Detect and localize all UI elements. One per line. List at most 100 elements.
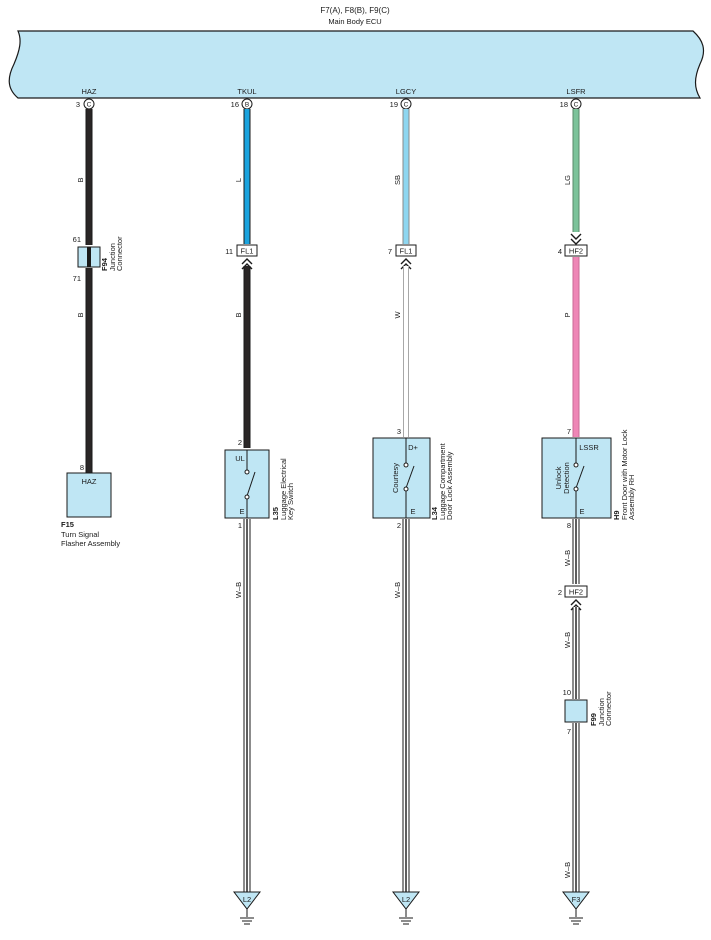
- device-label-side: Unlock: [554, 466, 563, 489]
- terminal-connector: C: [87, 102, 92, 109]
- connector-pin: 7: [388, 247, 392, 256]
- connector-chevron-icon: [400, 258, 412, 270]
- circuit-lgcy: LGCY 19 C SB 7 FL1 W 3 D+ Courtesy E L34…: [372, 87, 454, 925]
- connector-pin: 11: [225, 247, 233, 256]
- wire-color-code: B: [76, 312, 85, 317]
- device-pin: 7: [567, 427, 571, 436]
- switch-contact-icon: [403, 462, 409, 468]
- circuit-lsfr: LSFR 18 C LG 4 HF2 P 7 LSSR Unlock Detec…: [541, 87, 636, 925]
- device-code: H9: [612, 510, 621, 520]
- junction-code: F99: [589, 713, 598, 726]
- device-name: Luggage Electrical: [279, 458, 288, 520]
- connector-label: FL1: [400, 247, 413, 256]
- junction-name: Junction: [597, 698, 606, 726]
- circuit-tkul: TKUL 16 B L 11 FL1 B 2 UL E L35 Luggage …: [224, 87, 295, 925]
- wire-color-code: W–B: [563, 862, 572, 878]
- connector-hf2: [564, 244, 588, 257]
- wire-color-code: W–B: [563, 550, 572, 566]
- junction-name: Connector: [604, 691, 613, 726]
- switch-contact-icon: [403, 486, 409, 492]
- device-label-top: D+: [408, 443, 418, 452]
- ground-symbol-icon: [561, 891, 591, 910]
- connector-fl1: [236, 244, 258, 257]
- terminal-pin: 3: [76, 100, 80, 109]
- wire-color-code: SB: [393, 175, 402, 185]
- switch-contact-icon: [244, 469, 250, 475]
- device-box-l34: [372, 437, 431, 519]
- terminal-pin: 16: [231, 100, 239, 109]
- device-label: HAZ: [82, 477, 97, 486]
- wire-color-code: B: [76, 177, 85, 182]
- ground-code: F3: [572, 895, 581, 904]
- terminal-pin: 19: [390, 100, 398, 109]
- terminal-label: TKUL: [237, 87, 256, 96]
- circuit-haz: HAZ 3 C B 61 F94 Junction Connector 71 B…: [61, 87, 124, 548]
- device-name: Flasher Assembly: [61, 539, 120, 548]
- connector-label: HF2: [569, 588, 583, 597]
- switch-contact-icon: [244, 494, 250, 500]
- ecu-connectors: F7(A), F8(B), F9(C): [320, 6, 390, 15]
- device-label-bottom: E: [410, 507, 415, 516]
- device-name: Key Switch: [286, 483, 295, 520]
- device-box-f15: [66, 472, 112, 518]
- device-pin: 8: [567, 521, 571, 530]
- connector-pin: 2: [558, 588, 562, 597]
- switch-arm-icon: [575, 465, 585, 489]
- wire-color-code: P: [563, 312, 572, 317]
- ground-symbol-icon: [391, 891, 421, 910]
- device-pin: 1: [238, 521, 242, 530]
- junction-connector-f99: [564, 699, 588, 723]
- junction-name: Junction: [108, 243, 117, 271]
- switch-contact-icon: [573, 486, 579, 492]
- device-label-bottom: E: [239, 507, 244, 516]
- device-name: Front Door with Motor Lock: [620, 429, 629, 520]
- ecu-body: [8, 30, 705, 99]
- device-code: L34: [430, 506, 439, 520]
- wire-color-code: W–B: [234, 582, 243, 598]
- junction-pin-in: 10: [563, 688, 571, 697]
- switch-arm-icon: [405, 465, 415, 489]
- device-label-side: Detection: [562, 462, 571, 494]
- junction-pin-out: 7: [567, 727, 571, 736]
- terminal-label: HAZ: [82, 87, 97, 96]
- device-name: Turn Signal: [61, 530, 99, 539]
- device-pin: 8: [80, 463, 84, 472]
- device-pin: 2: [397, 521, 401, 530]
- device-pin: 3: [397, 427, 401, 436]
- ground-symbol-icon: [232, 891, 262, 910]
- wire-color-code: W–B: [393, 582, 402, 598]
- terminal-label: LGCY: [396, 87, 416, 96]
- ground-code: L2: [243, 895, 251, 904]
- connector-hf2-lower: [564, 585, 588, 598]
- ground-code: L2: [402, 895, 410, 904]
- connector-label: HF2: [569, 247, 583, 256]
- terminal-pin: 18: [560, 100, 568, 109]
- ecu-name: Main Body ECU: [328, 17, 381, 26]
- device-name: Door Lock Assembly: [445, 451, 454, 520]
- wire-color-code: L: [234, 178, 243, 182]
- wire-color-code: B: [234, 312, 243, 317]
- device-label-bottom: E: [579, 507, 584, 516]
- device-label-top: LSSR: [579, 443, 599, 452]
- connector-label: FL1: [241, 247, 254, 256]
- junction-pin-out: 71: [73, 274, 81, 283]
- device-name: Luggage Compartment: [438, 442, 447, 520]
- wire-color-code: W: [393, 311, 402, 319]
- terminal-label: LSFR: [566, 87, 586, 96]
- device-code: L35: [271, 507, 280, 520]
- terminal-connector: B: [245, 102, 249, 109]
- switch-contact-icon: [573, 462, 579, 468]
- device-name: Assembly RH: [627, 475, 636, 520]
- connector-fl1: [395, 244, 417, 257]
- device-label-top: UL: [235, 454, 245, 463]
- device-pin: 2: [238, 438, 242, 447]
- junction-pin-in: 61: [73, 235, 81, 244]
- wire-color-code: W–B: [563, 632, 572, 648]
- junction-code: F94: [100, 257, 109, 271]
- wire-color-code: LG: [563, 175, 572, 185]
- device-label-side: Courtesy: [391, 463, 400, 493]
- terminal-connector: C: [404, 102, 409, 109]
- connector-pin: 4: [558, 247, 562, 256]
